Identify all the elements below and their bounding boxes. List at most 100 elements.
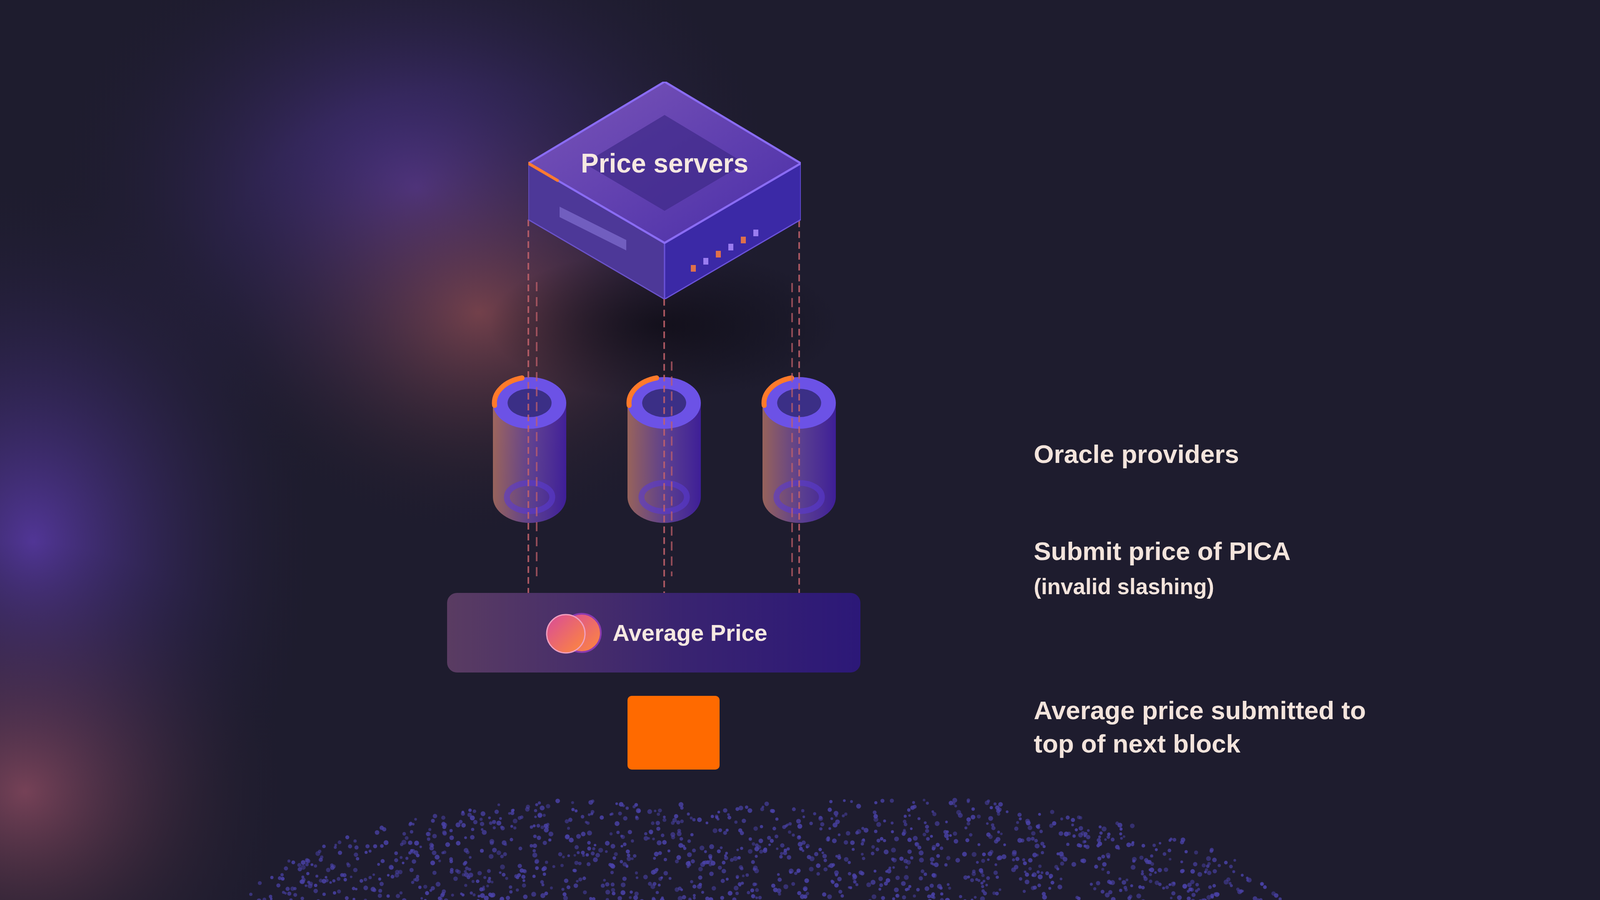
dot	[940, 892, 944, 896]
dot	[1023, 870, 1027, 873]
dot	[571, 801, 575, 805]
dot	[379, 881, 384, 886]
dot	[1140, 872, 1144, 876]
dot	[301, 877, 306, 882]
dot	[1126, 842, 1131, 848]
dot	[740, 881, 745, 885]
dot	[590, 812, 594, 816]
dot	[542, 840, 547, 845]
dot	[1095, 880, 1100, 885]
dot	[851, 847, 855, 851]
dot	[1252, 896, 1258, 900]
dot	[1217, 863, 1221, 868]
dot	[490, 880, 494, 884]
dot	[334, 843, 338, 847]
dot	[471, 880, 475, 883]
dot	[740, 867, 744, 871]
dot	[262, 897, 267, 900]
dot	[1005, 810, 1009, 813]
dot	[1038, 812, 1042, 816]
dot	[1184, 850, 1188, 854]
dot	[657, 883, 661, 887]
dot	[564, 878, 569, 883]
dot	[413, 850, 419, 855]
dot	[835, 819, 840, 825]
dot	[1101, 826, 1107, 832]
dot	[936, 854, 940, 858]
dot	[487, 879, 492, 884]
dot	[1077, 896, 1081, 900]
dot	[1014, 826, 1019, 831]
dot	[717, 810, 720, 814]
dot	[944, 833, 950, 839]
dot	[336, 877, 341, 881]
dot	[589, 897, 593, 900]
dot	[943, 830, 948, 835]
dot	[545, 803, 551, 809]
dot	[310, 863, 314, 867]
dot	[473, 820, 478, 825]
dot	[625, 849, 630, 854]
dot	[1015, 857, 1020, 862]
block-square	[627, 695, 720, 770]
dot	[650, 870, 656, 875]
dot	[441, 892, 446, 897]
dot	[500, 854, 504, 859]
dot	[971, 807, 975, 811]
dot	[1150, 854, 1154, 858]
dot	[860, 852, 864, 856]
dot	[322, 844, 326, 849]
dot	[395, 893, 400, 898]
dot	[932, 862, 935, 866]
dot	[580, 815, 585, 819]
dot	[919, 857, 925, 863]
dot	[462, 872, 466, 877]
dot	[449, 859, 454, 864]
dot	[736, 848, 739, 852]
dot	[1216, 892, 1220, 896]
dot	[410, 849, 414, 853]
dot	[353, 852, 359, 858]
dot	[1078, 832, 1084, 838]
dot	[620, 890, 626, 896]
dot	[686, 865, 690, 869]
dot	[949, 834, 952, 837]
dot	[1210, 893, 1214, 898]
dot	[480, 811, 486, 817]
dot	[845, 830, 851, 836]
dot	[1197, 872, 1203, 877]
dot	[1148, 868, 1152, 872]
dot	[891, 857, 895, 861]
dot	[364, 850, 368, 854]
dot	[566, 885, 571, 890]
dot	[610, 843, 615, 849]
dot	[479, 817, 483, 821]
dot	[289, 898, 293, 900]
dot	[1122, 835, 1126, 838]
dot	[514, 874, 519, 879]
dot	[755, 888, 759, 893]
dot	[655, 820, 660, 826]
dot	[1119, 827, 1123, 831]
dot	[522, 883, 527, 888]
dot	[592, 847, 595, 850]
dot	[460, 892, 463, 895]
dot	[322, 892, 326, 896]
dot	[752, 882, 757, 887]
dot	[1094, 864, 1098, 869]
dot	[437, 896, 442, 900]
dot	[345, 835, 350, 840]
dot	[297, 862, 302, 868]
dot	[867, 899, 873, 900]
dot	[368, 875, 372, 880]
dot	[981, 873, 985, 878]
dot	[801, 840, 806, 845]
dot	[614, 821, 620, 827]
dot	[1034, 843, 1040, 849]
dot	[1165, 885, 1170, 890]
dot	[876, 838, 881, 843]
dot	[489, 840, 494, 845]
dot	[788, 822, 792, 826]
dot	[687, 899, 693, 900]
dot	[861, 826, 865, 830]
